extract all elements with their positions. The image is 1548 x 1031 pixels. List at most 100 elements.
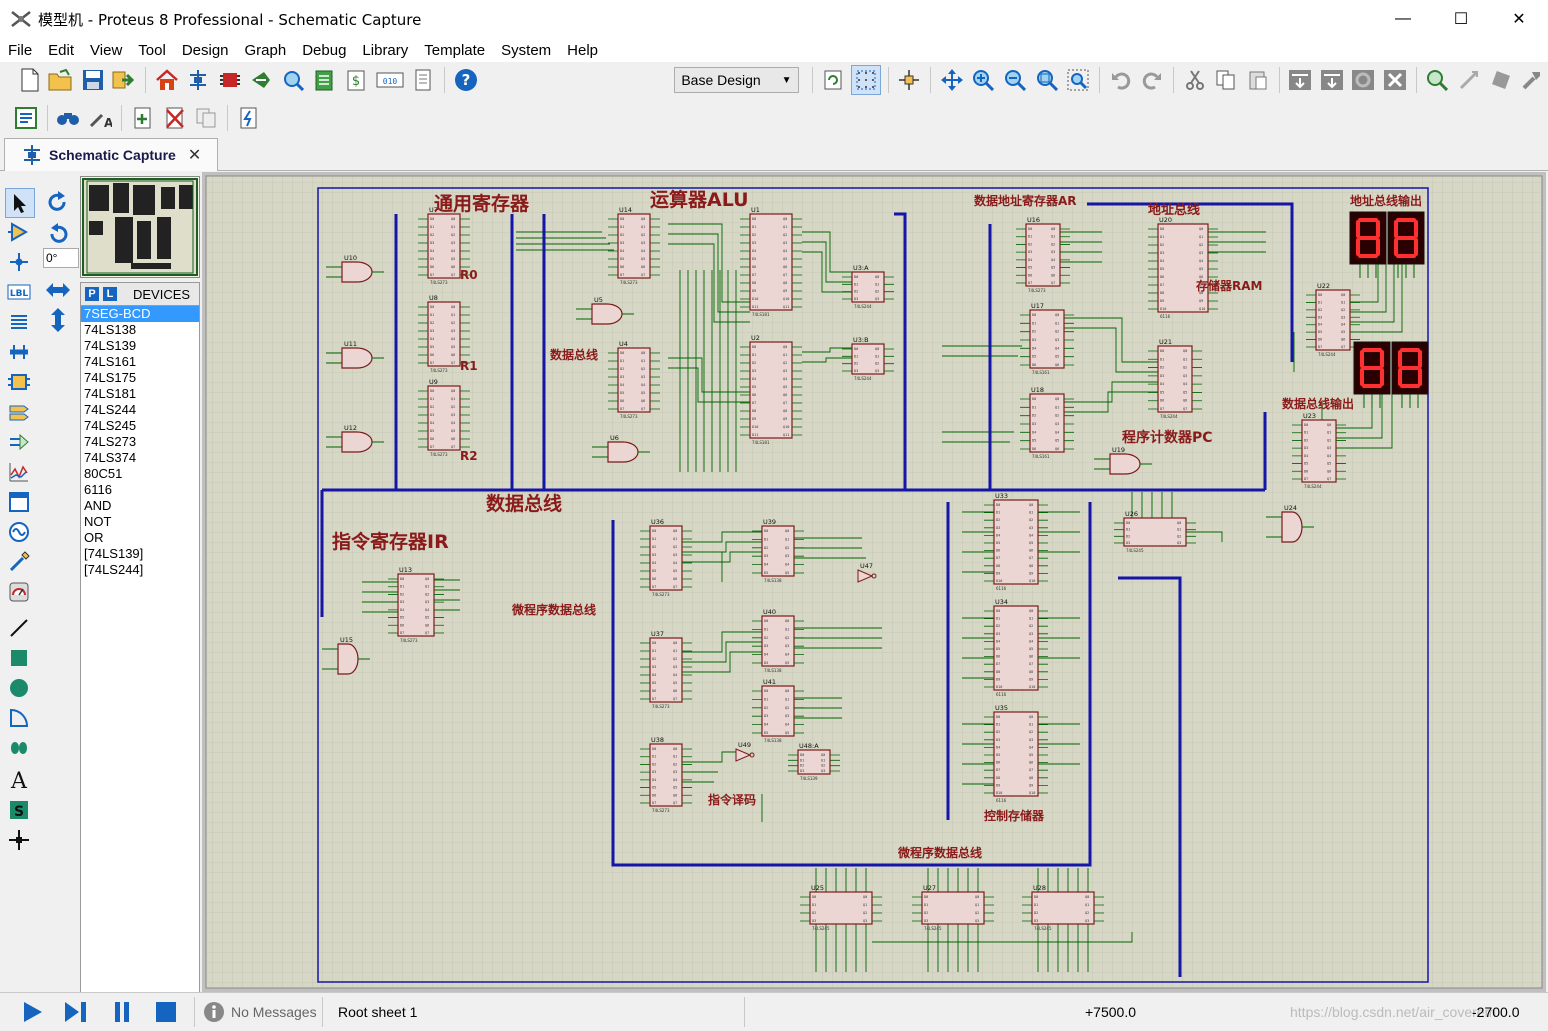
chip-u47[interactable]: U47 [857, 562, 877, 583]
gerber-icon[interactable] [279, 66, 307, 94]
annotate-icon[interactable] [12, 104, 40, 132]
delete-sheet-icon[interactable] [161, 104, 189, 132]
device-item[interactable]: 74LS273 [84, 434, 137, 449]
library-manager-button[interactable]: L [103, 287, 117, 301]
device-item[interactable]: OR [84, 530, 104, 545]
flip-vertical-icon[interactable] [44, 306, 72, 334]
block-copy-icon[interactable] [1287, 66, 1315, 94]
netlist-to-ares-icon[interactable] [235, 104, 263, 132]
play-icon[interactable] [18, 999, 46, 1025]
arc-mode-icon[interactable] [5, 704, 33, 732]
device-item[interactable]: 74LS175 [84, 370, 137, 385]
import-icon[interactable] [110, 66, 138, 94]
overview-window[interactable] [80, 176, 200, 278]
device-item[interactable]: NOT [84, 514, 112, 529]
chip-u15[interactable]: U15 [322, 636, 370, 675]
device-item[interactable]: 74LS181 [84, 386, 137, 401]
device-item[interactable]: 6116 [84, 482, 112, 497]
design-explorer-icon[interactable]: $ [342, 66, 370, 94]
netlist-icon[interactable]: 010 [374, 66, 405, 94]
device-item[interactable]: 74LS139 [84, 338, 137, 353]
device-item[interactable]: 74LS138 [84, 322, 137, 337]
design-variant-select[interactable]: Base Design ▼ [674, 67, 799, 93]
new-file-icon[interactable] [16, 66, 44, 94]
menu-template[interactable]: Template [424, 41, 486, 59]
pause-icon[interactable] [108, 999, 136, 1025]
menu-system[interactable]: System [501, 41, 552, 59]
flip-horizontal-icon[interactable] [44, 276, 72, 304]
menu-view[interactable]: View [90, 41, 123, 59]
home-icon[interactable] [153, 66, 181, 94]
virtual-instrument-mode-icon[interactable] [5, 578, 33, 606]
decompose-icon[interactable] [1518, 66, 1546, 94]
line-mode-icon[interactable] [5, 614, 33, 642]
graph-mode-icon[interactable] [5, 458, 33, 486]
circle-mode-icon[interactable] [5, 674, 33, 702]
zoom-area-icon[interactable] [1064, 66, 1092, 94]
chip-u5[interactable]: U5 [576, 296, 634, 325]
undo-icon[interactable] [1107, 66, 1135, 94]
device-item[interactable]: AND [84, 498, 112, 513]
close-tab-icon[interactable]: ✕ [187, 147, 202, 164]
device-item[interactable]: 80C51 [84, 466, 123, 481]
packaging-icon[interactable] [1487, 66, 1515, 94]
chip-u10[interactable]: U10 [326, 254, 384, 283]
make-device-icon[interactable] [1455, 66, 1483, 94]
block-rotate-icon[interactable] [1350, 66, 1378, 94]
symbol-mode-icon[interactable]: S [5, 796, 33, 824]
chip-u12[interactable]: U12 [326, 424, 384, 453]
chip-u11[interactable]: U11 [326, 340, 384, 369]
pcb-icon[interactable] [216, 66, 244, 94]
zoom-out-icon[interactable] [1001, 66, 1029, 94]
cut-icon[interactable] [1181, 66, 1209, 94]
menu-graph[interactable]: Graph [244, 41, 287, 59]
rotate-clockwise-icon[interactable] [44, 188, 72, 216]
block-delete-icon[interactable] [1381, 66, 1409, 94]
junction-mode-icon[interactable] [5, 248, 33, 276]
pan-icon[interactable] [938, 66, 966, 94]
origin-icon[interactable] [896, 66, 924, 94]
chip-u49[interactable]: U49 [735, 741, 755, 762]
tab-schematic-capture[interactable]: Schematic Capture ✕ [4, 138, 218, 171]
marker-mode-icon[interactable] [5, 826, 33, 854]
notes-icon[interactable] [409, 66, 437, 94]
device-item[interactable]: [74LS244] [84, 562, 144, 577]
menu-design[interactable]: Design [181, 41, 229, 59]
rotate-anticlockwise-icon[interactable] [44, 220, 72, 248]
menu-tool[interactable]: Tool [138, 41, 166, 59]
rotation-angle-field[interactable]: 0° [43, 248, 79, 268]
property-assignment-icon[interactable]: A [86, 104, 114, 132]
device-item[interactable]: 74LS161 [84, 354, 137, 369]
zoom-in-icon[interactable] [970, 66, 998, 94]
device-item[interactable]: [74LS139] [84, 546, 144, 561]
box-mode-icon[interactable] [5, 644, 33, 672]
menu-help[interactable]: Help [567, 41, 599, 59]
bom-icon[interactable] [311, 66, 339, 94]
voltage-probe-mode-icon[interactable] [5, 548, 33, 576]
chip-u24[interactable]: U24 [1266, 504, 1314, 543]
